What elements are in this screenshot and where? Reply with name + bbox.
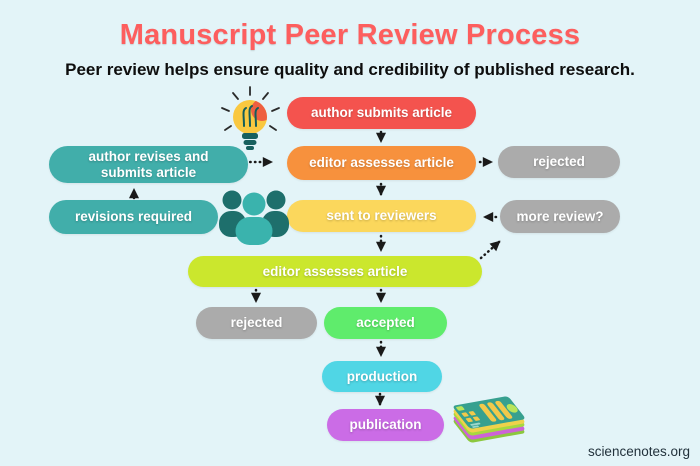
node-publication: publication <box>327 409 444 441</box>
arrow-editor2-to-morereview <box>479 240 501 260</box>
node-revisions-required: revisions required <box>49 200 218 234</box>
node-author-submits-article: author submits article <box>287 97 476 129</box>
page-subtitle: Peer review helps ensure quality and cre… <box>65 60 635 79</box>
node-more-review: more review? <box>500 200 620 233</box>
node-production: production <box>322 361 442 392</box>
node-author-revises-and-submits: author revises and submits article <box>49 146 248 183</box>
reviewers-icon <box>219 190 289 245</box>
lightbulb-icon <box>221 86 280 150</box>
node-editor-assesses-article-1: editor assesses article <box>287 146 476 180</box>
node-editor-assesses-article-2: editor assesses article <box>188 256 482 287</box>
node-accepted: accepted <box>324 307 447 339</box>
node-sent-to-reviewers: sent to reviewers <box>287 200 476 232</box>
page-title: Manuscript Peer Review Process <box>119 19 581 51</box>
node-rejected-1: rejected <box>498 146 620 178</box>
source-credit: sciencenotes.org <box>587 444 690 459</box>
node-rejected-2: rejected <box>196 307 317 339</box>
publication-stack-icon <box>453 396 525 443</box>
